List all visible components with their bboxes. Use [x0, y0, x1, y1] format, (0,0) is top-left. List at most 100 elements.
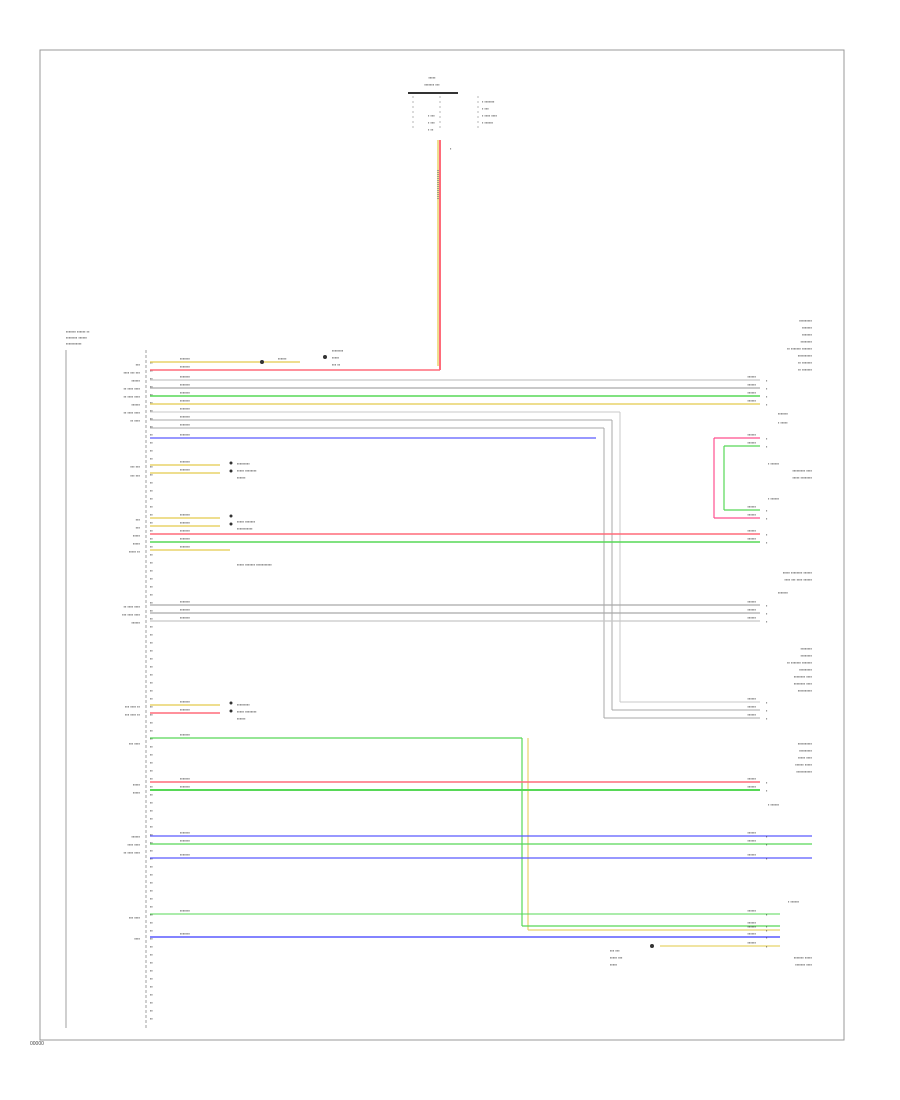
svg-text:▪▪▪▪▪▪▪: ▪▪▪▪▪▪▪ [180, 931, 191, 936]
svg-text:▪▪▪▪▪▪: ▪▪▪▪▪▪ [747, 398, 756, 403]
svg-text:▪▪▪▪▪▪▪ ▪▪▪▪▪: ▪▪▪▪▪▪▪ ▪▪▪▪▪ [794, 955, 813, 960]
svg-text:▪▪▪▪▪▪: ▪▪▪▪▪▪ [747, 528, 756, 533]
svg-text:▪▪: ▪▪ [150, 392, 153, 397]
svg-text:▪▪▪: ▪▪▪ [136, 517, 141, 522]
svg-text:▪▪▪▪▪▪: ▪▪▪▪▪▪ [131, 378, 140, 383]
svg-text:▪▪▪▪▪▪▪: ▪▪▪▪▪▪▪ [180, 732, 191, 737]
svg-text:▪▪▪▪: ▪▪▪▪ [134, 936, 140, 941]
svg-text:▪▪: ▪▪ [150, 680, 153, 685]
footer-code: 00000 [30, 1041, 44, 1047]
svg-text:▪▪: ▪▪ [150, 880, 153, 885]
svg-text:▪▪: ▪▪ [150, 672, 153, 677]
svg-text:▪: ▪ [766, 912, 768, 917]
svg-text:▪▪▪▪▪▪: ▪▪▪▪▪▪ [237, 475, 246, 480]
svg-text:▪▪: ▪▪ [150, 512, 153, 517]
svg-text:▪▪▪▪▪▪▪: ▪▪▪▪▪▪▪ [180, 852, 191, 857]
svg-text:▪▪: ▪▪ [150, 416, 153, 421]
svg-text:▪▪▪▪▪▪: ▪▪▪▪▪▪ [747, 931, 756, 936]
svg-text:▪▪: ▪▪ [150, 528, 153, 533]
svg-text:▪▪▪▪▪▪▪▪ ▪▪▪▪: ▪▪▪▪▪▪▪▪ ▪▪▪▪ [794, 674, 813, 679]
svg-text:▪ ▪▪▪▪▪▪: ▪ ▪▪▪▪▪▪ [768, 461, 780, 466]
svg-text:▪: ▪ [766, 716, 768, 721]
svg-text:▪▪▪▪▪▪▪▪▪▪: ▪▪▪▪▪▪▪▪▪▪ [798, 353, 813, 358]
svg-text:▪▪: ▪▪ [150, 864, 153, 869]
svg-text:▪▪▪ ▪▪▪▪ ▪▪: ▪▪▪ ▪▪▪▪ ▪▪ [125, 704, 141, 709]
svg-text:▪▪▪▪▪ ▪▪▪▪▪▪▪ ▪▪▪▪▪▪▪▪▪▪▪: ▪▪▪▪▪ ▪▪▪▪▪▪▪ ▪▪▪▪▪▪▪▪▪▪▪ [237, 562, 272, 567]
svg-text:▪▪▪▪▪▪▪▪ ▪▪▪▪▪▪: ▪▪▪▪▪▪▪▪ ▪▪▪▪▪▪ [66, 335, 88, 340]
svg-text:▪▪▪▪▪▪▪ ▪▪▪▪▪▪ ▪▪: ▪▪▪▪▪▪▪ ▪▪▪▪▪▪ ▪▪ [66, 329, 90, 334]
svg-text:▪▪: ▪▪ [150, 664, 153, 669]
svg-text:▪▪▪▪▪▪▪: ▪▪▪▪▪▪▪ [180, 432, 191, 437]
svg-text:▪▪▪▪▪ ▪▪: ▪▪▪▪▪ ▪▪ [129, 549, 141, 554]
svg-text:▪▪ ▪▪▪▪▪▪▪ ▪▪▪▪▪▪▪: ▪▪ ▪▪▪▪▪▪▪ ▪▪▪▪▪▪▪ [787, 660, 812, 665]
svg-text:▪▪▪▪▪▪: ▪▪▪▪▪▪ [747, 776, 756, 781]
svg-text:▪▪▪▪▪▪▪: ▪▪▪▪▪▪▪ [180, 838, 191, 843]
svg-text:▪▪▪▪▪▪▪▪▪▪▪: ▪▪▪▪▪▪▪▪▪▪▪ [66, 341, 82, 346]
svg-text:▪: ▪ [766, 532, 768, 537]
svg-text:▪▪▪▪▪▪▪: ▪▪▪▪▪▪▪ [180, 599, 191, 604]
svg-text:▪▪▪▪▪▪▪▪▪▪▪: ▪▪▪▪▪▪▪▪▪▪▪ [796, 769, 812, 774]
svg-text:▪▪▪▪▪▪▪: ▪▪▪▪▪▪▪ [802, 332, 813, 337]
svg-text:▪▪▪▪▪▪: ▪▪▪▪▪▪ [131, 620, 140, 625]
svg-text:▪▪: ▪▪ [150, 384, 153, 389]
svg-text:▪▪▪▪▪▪▪▪: ▪▪▪▪▪▪▪▪ [801, 653, 813, 658]
wire-vertical-red-yellow [437, 140, 441, 370]
svg-text:▪: ▪ [766, 611, 768, 616]
svg-text:▪▪: ▪▪ [150, 720, 153, 725]
svg-text:▪: ▪ [766, 603, 768, 608]
svg-text:▪▪▪▪▪▪: ▪▪▪▪▪▪ [747, 607, 756, 612]
svg-text:▪▪▪▪▪▪▪: ▪▪▪▪▪▪▪ [180, 406, 191, 411]
svg-text:▪▪▪▪▪▪▪: ▪▪▪▪▪▪▪ [180, 467, 191, 472]
svg-text:▪▪: ▪▪ [150, 904, 153, 909]
svg-text:▪ ▪▪▪▪ ▪▪▪▪: ▪ ▪▪▪▪ ▪▪▪▪ [482, 113, 498, 118]
svg-text:▪▪▪▪▪ ▪▪▪▪: ▪▪▪▪▪ ▪▪▪▪ [798, 755, 812, 760]
svg-text:▪▪: ▪▪ [150, 408, 153, 413]
svg-text:▪▪▪▪▪▪: ▪▪▪▪▪▪ [131, 402, 140, 407]
svg-text:▪▪: ▪▪ [150, 824, 153, 829]
svg-text:▪: ▪ [766, 708, 768, 713]
svg-text:▪▪▪▪▪▪ ▪▪▪▪▪: ▪▪▪▪▪▪ ▪▪▪▪▪ [795, 762, 812, 767]
svg-text:▪▪▪▪▪▪▪▪▪: ▪▪▪▪▪▪▪▪▪ [237, 461, 250, 466]
svg-text:▪▪: ▪▪ [150, 608, 153, 613]
svg-text:▪▪▪▪▪▪▪: ▪▪▪▪▪▪▪ [180, 784, 191, 789]
svg-text:▪▪▪▪ ▪▪▪ ▪▪▪: ▪▪▪▪ ▪▪▪ ▪▪▪ [124, 370, 141, 375]
svg-text:▪: ▪ [766, 436, 768, 441]
svg-text:▪▪▪▪▪▪▪: ▪▪▪▪▪▪▪ [180, 607, 191, 612]
svg-text:▪▪▪▪▪: ▪▪▪▪▪ [133, 790, 141, 795]
svg-text:▪▪▪ ▪▪▪: ▪▪▪ ▪▪▪ [610, 948, 620, 953]
svg-text:▪▪▪▪▪▪▪▪▪▪: ▪▪▪▪▪▪▪▪▪▪ [798, 688, 813, 693]
svg-text:▪▪▪▪▪▪▪: ▪▪▪▪▪▪▪ [180, 707, 191, 712]
svg-text:▪▪▪▪▪▪: ▪▪▪▪▪▪ [747, 784, 756, 789]
svg-text:▪▪: ▪▪ [150, 496, 153, 501]
svg-text:▪▪▪▪▪▪: ▪▪▪▪▪▪ [278, 356, 287, 361]
pin-numbers: ▪▪ ▪▪ ▪▪ ▪▪ ▪▪ ▪▪ ▪▪ ▪▪ ▪▪ ▪▪ ▪▪ ▪▪ ▪▪ ▪▪ ▪▪ ▪▪ ▪▪ ▪▪ ▪▪ ▪▪… [150, 360, 153, 1021]
svg-text:▪▪▪▪▪▪▪: ▪▪▪▪▪▪▪ [778, 590, 789, 595]
svg-text:▪▪: ▪▪ [150, 992, 153, 997]
svg-text:▪▪: ▪▪ [150, 704, 153, 709]
svg-text:▪: ▪ [766, 856, 768, 861]
svg-text:▪▪▪▪▪▪▪▪▪▪: ▪▪▪▪▪▪▪▪▪▪ [798, 741, 813, 746]
svg-text:▪▪▪▪▪▪▪: ▪▪▪▪▪▪▪ [180, 830, 191, 835]
svg-text:▪▪: ▪▪ [150, 808, 153, 813]
svg-text:▪▪▪▪▪▪▪: ▪▪▪▪▪▪▪ [180, 699, 191, 704]
svg-text:▪ ▪▪▪▪▪▪▪: ▪ ▪▪▪▪▪▪▪ [482, 99, 495, 104]
svg-text:▪▪ ▪▪▪▪ ▪▪▪▪: ▪▪ ▪▪▪▪ ▪▪▪▪ [124, 386, 141, 391]
svg-text:▪▪▪▪▪ ▪▪▪: ▪▪▪▪▪ ▪▪▪ [610, 955, 623, 960]
svg-text:▪▪▪▪▪▪▪: ▪▪▪▪▪▪▪ [180, 536, 191, 541]
wire-labels-left: ▪▪▪▪▪▪▪▪▪▪▪▪▪▪▪▪▪▪▪▪▪▪▪▪▪▪▪▪▪▪▪▪▪▪▪▪▪▪▪▪… [180, 356, 287, 936]
svg-text:▪▪▪▪▪▪▪: ▪▪▪▪▪▪▪ [180, 398, 191, 403]
svg-text:▪▪▪▪▪▪: ▪▪▪▪▪▪ [237, 716, 246, 721]
svg-text:▪: ▪ [766, 619, 768, 624]
svg-text:▪▪▪▪▪▪: ▪▪▪▪▪▪ [747, 852, 756, 857]
svg-text:▪▪: ▪▪ [150, 840, 153, 845]
svg-text:▪▪▪▪▪: ▪▪▪▪▪ [133, 541, 141, 546]
svg-text:▪▪▪▪▪ ▪▪▪▪▪▪▪▪ ▪▪▪▪▪▪: ▪▪▪▪▪ ▪▪▪▪▪▪▪▪ ▪▪▪▪▪▪ [783, 570, 813, 575]
svg-text:▪▪: ▪▪ [150, 696, 153, 701]
svg-text:▪▪▪▪▪▪▪: ▪▪▪▪▪▪▪ [180, 390, 191, 395]
svg-text:▪▪▪▪▪▪: ▪▪▪▪▪▪ [747, 382, 756, 387]
svg-text:▪ ▪▪▪: ▪ ▪▪▪ [482, 106, 489, 111]
svg-text:▪▪: ▪▪ [150, 568, 153, 573]
splice-dots [229, 355, 654, 948]
svg-text:▪▪: ▪▪ [150, 576, 153, 581]
svg-text:▪▪▪▪▪▪: ▪▪▪▪▪▪ [747, 374, 756, 379]
